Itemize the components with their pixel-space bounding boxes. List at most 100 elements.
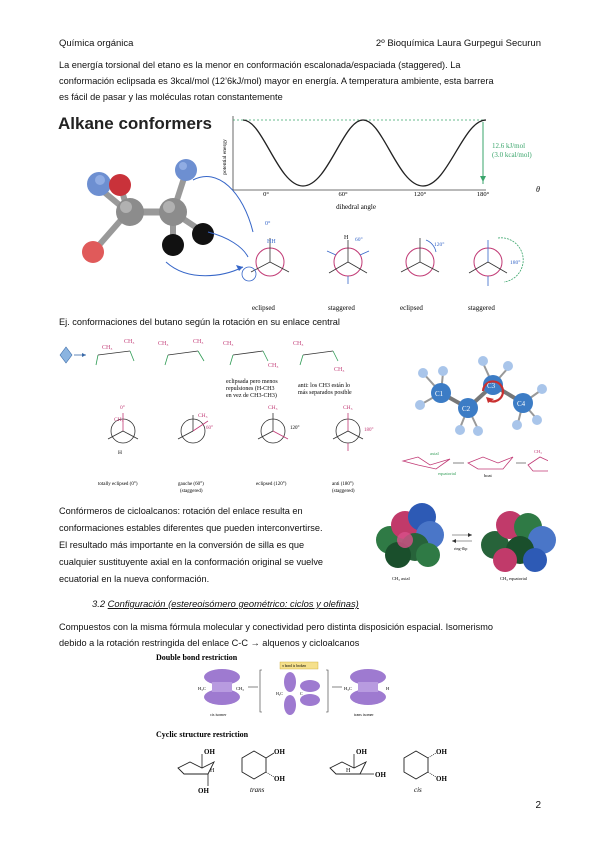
intro-line-2: conformación eclipsada es 3kcal/mol (12’… — [59, 76, 494, 86]
angle-180-label: 180° — [510, 259, 520, 266]
newman-label-0: totally eclipsed (0°) — [98, 482, 138, 487]
h3c-mid: H₃C — [276, 691, 283, 696]
cyclo-line-3: El resultado más importante en la conver… — [59, 540, 305, 550]
angle-120-label: 120° — [434, 241, 444, 248]
cyclo-line-5: ecuatorial en la nueva conformación. — [59, 574, 210, 584]
h-top: H — [344, 235, 349, 241]
newman-label-180b: (staggered) — [332, 489, 355, 494]
x-tick-120: 120° — [414, 191, 427, 198]
ring-flip-label: ring-flip — [454, 546, 467, 551]
cyclic-title: Cyclic structure restriction — [156, 730, 249, 739]
ch3-1: CH₃ — [102, 345, 112, 351]
axial-label: axial — [430, 451, 439, 456]
conf-label-staggered-1: staggered — [328, 304, 355, 312]
theta-zero-label: 0° — [265, 220, 271, 227]
angle-60-label: 60° — [355, 236, 363, 243]
cyclo-line-2: conformaciones estables diferentes que p… — [59, 523, 323, 533]
trans-diol-hexagon: OH OH trans — [241, 748, 285, 794]
x-tick-180: 180° — [477, 191, 490, 198]
broken-pi-lobes: H₃C C — [276, 672, 320, 715]
equatorial-label: equatorial — [438, 471, 457, 476]
sawhorse-2: CH₃ CH₃ — [158, 339, 205, 366]
butane-newman-180: CH₃ 180° anti (180°) (staggered) — [332, 405, 374, 494]
newman-label-60: gauche (60°) — [178, 482, 204, 487]
hh-label: HH — [267, 239, 276, 245]
ch3-2: CH₃ — [124, 339, 134, 345]
x-axis-label: dihedral angle — [336, 203, 376, 211]
c-mid: C — [300, 691, 303, 696]
butane-svg: CH₃ CH₃ CH₃ CH₃ CH₃ CH₃ CH₃ CH₃ eclipsad… — [59, 339, 548, 494]
intro-line-3: es fácil de pasar y las moléculas rotan … — [59, 92, 283, 102]
ch3-equatorial-label: CH₃ equatorial — [500, 576, 528, 581]
oh-6: OH — [375, 771, 386, 779]
atom-c1: C1 — [435, 390, 444, 398]
cis-label: cis isomer — [210, 712, 227, 717]
ch3-4: CH₃ — [193, 339, 203, 345]
config-line-1: Compuestos con la misma fórmula molecula… — [59, 622, 494, 632]
h3c-cis: H₃C — [198, 686, 206, 691]
oh-2: OH — [198, 787, 209, 795]
pi-bond-note: π bond is broken — [282, 664, 306, 668]
double-bond-title: Double bond restriction — [156, 653, 238, 662]
cis-diol-hexagon: OH OH cis — [403, 748, 447, 794]
h3c-trans: H₃C — [344, 686, 352, 691]
zero-deg: 0° — [120, 404, 125, 411]
note-eclipsed-2: repulsiones (H-CH3 — [226, 385, 275, 392]
theta-symbol: θ — [536, 185, 540, 194]
page-number: 2 — [535, 800, 541, 811]
cyclo-line-4: cualquier sustituyente axial en la confo… — [59, 557, 324, 567]
newman-label-120: eclipsed (120°) — [256, 482, 287, 487]
restriction-svg: Double bond restriction H₃C CH₃ cis isom… — [156, 653, 447, 795]
header-author: 2º Bioquímica Laura Gurpegui Securun — [375, 38, 541, 49]
conf-label-eclipsed-1: eclipsed — [252, 304, 275, 312]
intro-paragraph: La energía torsional del etano es la men… — [59, 57, 549, 105]
config-line-2: debido a la rotación restringida del enl… — [59, 638, 360, 648]
h-bottom-1: H — [118, 450, 122, 456]
h-trans: H — [386, 686, 390, 691]
cis-text: cis — [414, 786, 422, 794]
atom-c2: C2 — [462, 405, 471, 413]
deg120-label: 120° — [290, 426, 300, 431]
y-axis-label: potential energy — [222, 139, 228, 175]
deg60-label: 60° — [206, 426, 213, 431]
atom-c4: C4 — [517, 400, 526, 408]
newman-label-180: anti (180°) — [332, 482, 354, 487]
methylcyclohexane-axial: CH₃ axial — [376, 503, 444, 581]
ch3-e: CH₃ — [268, 405, 278, 411]
conf-label-staggered-2: staggered — [468, 304, 495, 312]
ch3-cis: CH₃ — [236, 686, 244, 691]
butane-newman-120: CH₃ 120° eclipsed (120°) — [256, 405, 300, 487]
ch3-a1: CH₃ — [343, 405, 353, 411]
note-anti-2: más separados posible — [298, 390, 352, 396]
butane-conformations-figure: CH₃ CH₃ CH₃ CH₃ CH₃ CH₃ CH₃ CH₃ eclipsad… — [58, 333, 548, 501]
newman-eclipsed-2: 120° eclipsed — [400, 238, 444, 312]
alkane-conformers-figure: Alkane conformers potential energy 0° 60… — [58, 112, 548, 312]
sawhorse-1: CH₃ CH₃ — [95, 339, 134, 366]
methylcyclohexane-equatorial: CH₃ equatorial — [481, 511, 556, 581]
h-chair-2: H — [346, 768, 351, 774]
atom-c3: C3 — [487, 382, 496, 390]
butane-newman-0: 0° CH₃ H totally eclipsed (0°) — [98, 404, 139, 487]
energy-kj: 12.6 kJ/mol — [492, 142, 525, 150]
butane-ball-stick-model: C1 C2 C3 C4 — [415, 356, 547, 436]
butane-newman-60: CH₃ 60° gauche (60°) (staggered) — [177, 413, 213, 494]
intro-line-1: La energía torsional del etano es la men… — [59, 60, 461, 70]
oh-1: OH — [204, 748, 215, 756]
trans-diol-chair: OH OH H — [177, 748, 215, 795]
ch3-chair: CH₃ — [534, 449, 542, 454]
alkane-conformers-svg: potential energy 0° 60° 120° 180° θ dihe… — [82, 116, 540, 312]
newman-staggered-2: 180° staggered — [468, 237, 524, 312]
ch3-5: CH₃ — [223, 341, 233, 347]
conf-label-eclipsed-2: eclipsed — [400, 304, 423, 312]
oh-4: OH — [274, 775, 285, 783]
space-filling-svg: CH₃ axial ring-flip CH₃ equatorial — [376, 503, 556, 581]
butane-heading: Ej. conformaciones del butano según la r… — [59, 317, 340, 327]
newman-eclipsed-1: HH 0° eclipsed — [241, 220, 290, 312]
cis-diol-chair: OH OH H — [329, 748, 386, 779]
space-filling-models: CH₃ axial ring-flip CH₃ equatorial — [370, 495, 560, 585]
restriction-figure: Double bond restriction H₃C CH₃ cis isom… — [150, 650, 450, 800]
ch3-6: CH₃ — [268, 363, 278, 369]
newman-label-60b: (staggered) — [180, 489, 203, 494]
cyclo-line-1: Confórmeros de cicloalcanos: rotación de… — [59, 506, 303, 516]
h3c-ch3-label: CH₃ — [114, 417, 124, 423]
